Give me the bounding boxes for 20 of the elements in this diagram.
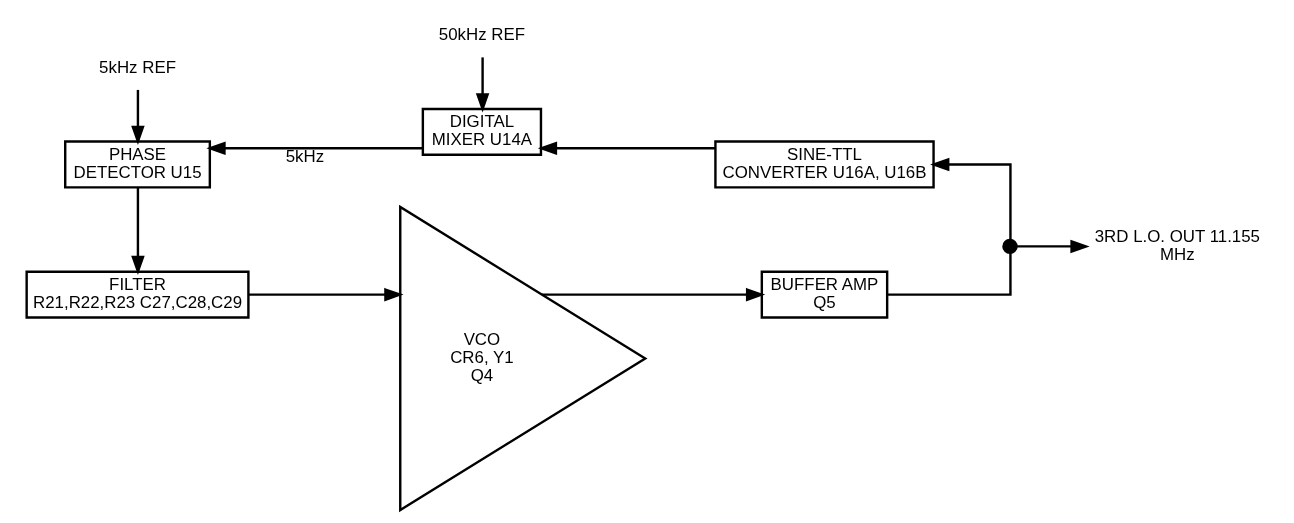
node-box: BUFFER AMP Q5 [760,270,888,319]
connector [886,252,1012,296]
node-text: 3RD L.O. OUT 11.155 MHz [1094,226,1260,264]
node-box: FILTER R21,R22,R23 C27,C28,C29 [24,270,250,319]
arrow [248,287,404,301]
arrow [1016,239,1090,253]
node-box: SINE-TTL CONVERTER U16A, U16B [713,139,935,189]
arrow [205,140,423,155]
arrow [130,89,145,145]
node-circle [1001,238,1018,254]
arrow [541,287,765,301]
arrow [475,56,489,112]
node-box: DIGITAL MIXER U14A [421,107,542,156]
arrow [929,157,1012,239]
node-text: 50kHz REF [438,24,525,44]
edge-label: 5kHz [285,146,324,166]
node-box: PHASE DETECTOR U15 [63,139,211,189]
arrow [537,140,715,155]
node-text: 5kHz REF [98,57,176,77]
arrow [130,186,145,275]
